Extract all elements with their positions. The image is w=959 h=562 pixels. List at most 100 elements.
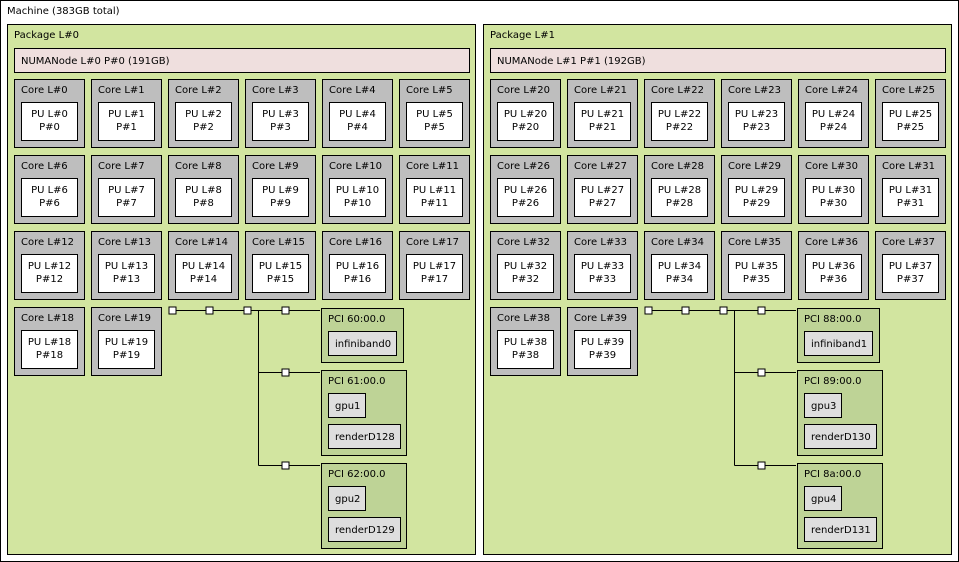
pu-logical-label: PU L#4 [339, 109, 376, 120]
pu-logical-label: PU L#9 [262, 185, 299, 196]
pci-device-label: PCI 61:00.0 [328, 376, 386, 387]
os-device-box: renderD128 [328, 424, 401, 449]
core-label: Core L#32 [497, 237, 550, 248]
pu-logical-label: PU L#36 [811, 261, 856, 272]
core-label: Core L#18 [21, 313, 74, 324]
pu-physical-label: P#19 [112, 350, 141, 361]
numa-node: NUMANode L#1 P#1 (192GB) [490, 48, 946, 73]
os-device-box: gpu1 [328, 393, 366, 418]
pu-logical-label: PU L#25 [888, 109, 933, 120]
pu-physical-label: P#18 [35, 350, 64, 361]
pu-physical-label: P#33 [588, 274, 617, 285]
numa-node: NUMANode L#0 P#0 (191GB) [14, 48, 470, 73]
pu-logical-label: PU L#16 [335, 261, 380, 272]
os-device-box: infiniband1 [804, 331, 873, 356]
pu-physical-label: P#4 [347, 122, 368, 133]
core-label: Core L#20 [497, 85, 550, 96]
pu-physical-label: P#7 [116, 198, 137, 209]
pu-physical-label: P#28 [665, 198, 694, 209]
os-device-box: gpu2 [328, 486, 366, 511]
core-label: Core L#10 [329, 161, 382, 172]
pu-physical-label: P#20 [511, 122, 540, 133]
pci-device-box: PCI 61:00.0 gpu1 renderD128 [321, 370, 407, 456]
pu-logical-label: PU L#2 [185, 109, 222, 120]
pu-logical-label: PU L#19 [104, 337, 149, 348]
core-label: Core L#36 [805, 237, 858, 248]
pu-physical-label: P#13 [112, 274, 141, 285]
os-device-label: gpu3 [811, 401, 837, 412]
core-label: Core L#35 [728, 237, 781, 248]
core-label: Core L#28 [651, 161, 704, 172]
pu-logical-label: PU L#18 [27, 337, 72, 348]
pu-logical-label: PU L#13 [104, 261, 149, 272]
pu-logical-label: PU L#31 [888, 185, 933, 196]
pci-device-label: PCI 62:00.0 [328, 469, 386, 480]
pu-logical-label: PU L#27 [580, 185, 625, 196]
pu-logical-label: PU L#28 [657, 185, 702, 196]
core-label: Core L#14 [175, 237, 228, 248]
bridge-port-marker [281, 368, 290, 377]
pu-physical-label: P#14 [189, 274, 218, 285]
pu-logical-label: PU L#30 [811, 185, 856, 196]
core-label: Core L#13 [98, 237, 151, 248]
pu-logical-label: PU L#0 [31, 109, 68, 120]
core-label: Core L#30 [805, 161, 858, 172]
pu-physical-label: P#15 [266, 274, 295, 285]
os-device-label: gpu1 [335, 401, 361, 412]
pu-logical-label: PU L#5 [416, 109, 453, 120]
pu-logical-label: PU L#34 [657, 261, 702, 272]
package-label: Package L#0 [14, 30, 79, 41]
core-label: Core L#34 [651, 237, 704, 248]
pu-logical-label: PU L#35 [734, 261, 779, 272]
numa-node-label: NUMANode L#1 P#1 (192GB) [497, 56, 646, 67]
pu-physical-label: P#9 [270, 198, 291, 209]
pu-physical-label: P#24 [819, 122, 848, 133]
pu-logical-label: PU L#29 [734, 185, 779, 196]
core-label: Core L#8 [175, 161, 222, 172]
pu-logical-label: PU L#33 [580, 261, 625, 272]
package-label: Package L#1 [490, 30, 555, 41]
core-label: Core L#3 [252, 85, 299, 96]
core-label: Core L#16 [329, 237, 382, 248]
core-label: Core L#4 [329, 85, 376, 96]
pu-physical-label: P#10 [343, 198, 372, 209]
pu-logical-label: PU L#21 [580, 109, 625, 120]
bridge-port-marker [205, 306, 214, 315]
pu-physical-label: P#8 [193, 198, 214, 209]
pu-physical-label: P#21 [588, 122, 617, 133]
core-label: Core L#31 [882, 161, 935, 172]
bridge-port-marker [681, 306, 690, 315]
bridge-port-marker [168, 306, 177, 315]
core-label: Core L#7 [98, 161, 145, 172]
pu-physical-label: P#39 [588, 350, 617, 361]
pu-logical-label: PU L#6 [31, 185, 68, 196]
core-label: Core L#22 [651, 85, 704, 96]
